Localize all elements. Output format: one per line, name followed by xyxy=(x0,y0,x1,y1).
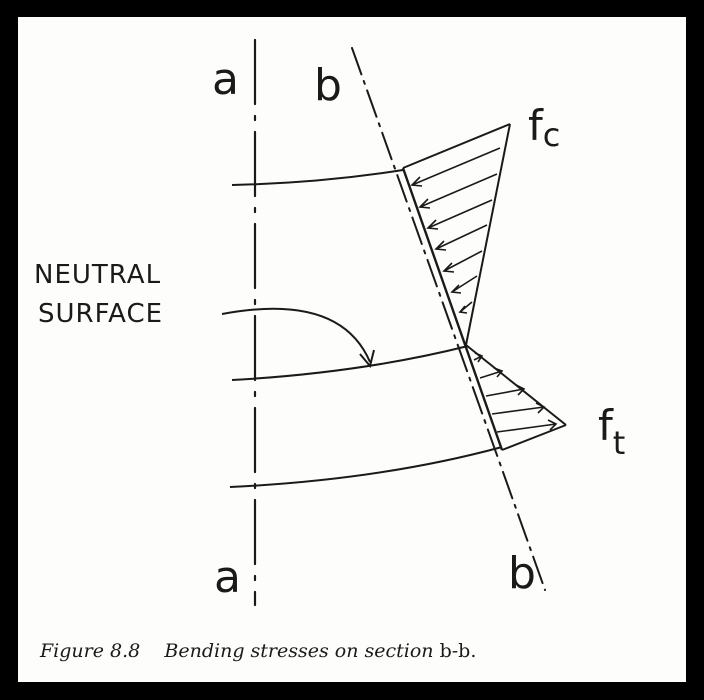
paper xyxy=(18,17,686,682)
caption-period: . xyxy=(470,640,477,662)
beam-neutral-fiber xyxy=(231,345,469,381)
neutral-surface-leader xyxy=(221,307,375,369)
tension-stress-block xyxy=(465,344,567,451)
compression-arrows xyxy=(410,147,501,314)
label-fc: fc xyxy=(528,101,560,154)
figure-caption: Figure 8.8 Bending stresses on section b… xyxy=(40,640,476,662)
label-neutral: NEUTRAL xyxy=(34,260,161,290)
compression-stress-block xyxy=(402,123,511,346)
label-surface: SURFACE xyxy=(38,299,163,329)
section-line-b xyxy=(351,47,546,591)
beam-top-fiber xyxy=(231,169,404,186)
beam-bottom-fiber xyxy=(229,446,503,488)
deformed-section-line xyxy=(401,167,504,451)
caption-number: Figure 8.8 xyxy=(40,640,141,662)
label-a-bottom: a xyxy=(214,552,241,603)
label-ft: ft xyxy=(598,401,625,462)
caption-section: b-b xyxy=(439,640,471,662)
tension-arrows xyxy=(473,352,558,433)
label-b-top: b xyxy=(314,60,342,111)
label-b-bottom: b xyxy=(508,548,536,599)
caption-text: Bending stresses on section xyxy=(164,640,440,662)
label-a-top: a xyxy=(212,54,239,105)
